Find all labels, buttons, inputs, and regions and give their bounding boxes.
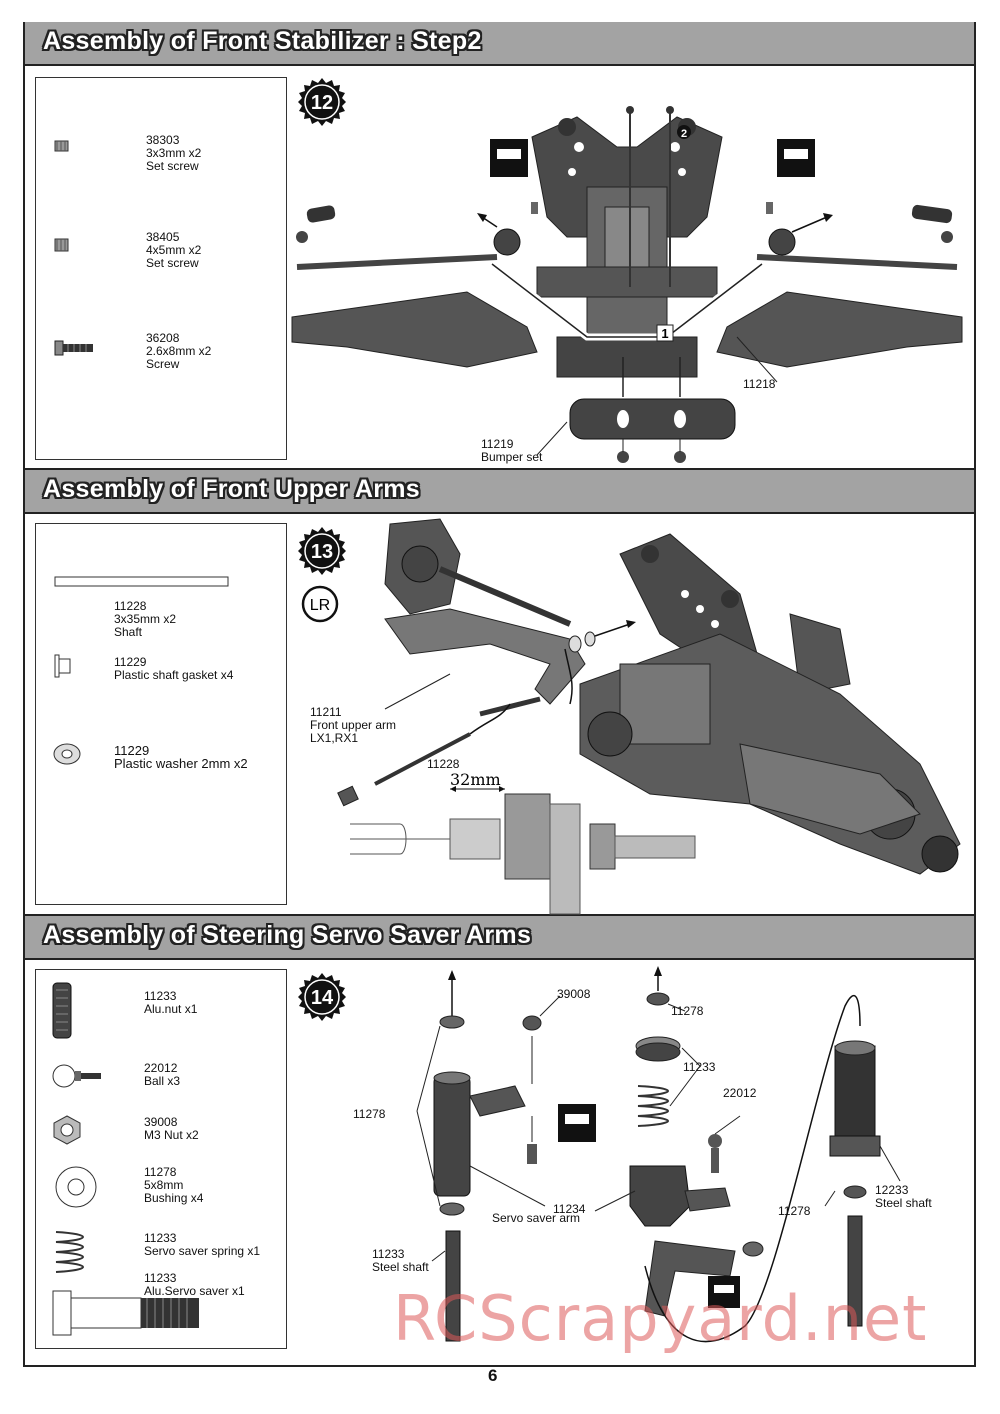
parts-item xyxy=(52,1228,96,1281)
parts-item xyxy=(54,654,72,681)
front-upper-arms-diagram: 32mm xyxy=(337,518,961,915)
callout-bumper-name: Bumper set xyxy=(481,450,543,464)
callout-arm-id: 11211 xyxy=(310,705,342,719)
ball-stud-icon xyxy=(52,1064,101,1088)
servo-saver-icon xyxy=(52,1290,199,1336)
callout-shaft: 11228 xyxy=(427,757,460,771)
watermark: RCScrapyard.net xyxy=(393,1282,928,1355)
section-title: Assembly of Front Stabilizer : Step2 xyxy=(43,27,482,55)
section-steering-servo-saver: Assembly of Steering Servo Saver Arms 11… xyxy=(25,916,974,1367)
callout-bushing-left: 11278 xyxy=(353,1107,386,1121)
callout-nut: 39008 xyxy=(557,987,591,1001)
step-number: 14 xyxy=(311,987,334,1009)
section-header: Assembly of Front Upper Arms xyxy=(25,470,974,514)
section-title: Assembly of Steering Servo Saver Arms xyxy=(43,921,532,949)
parts-item xyxy=(54,238,70,255)
callout-bushing-top: 11278 xyxy=(671,1004,704,1018)
step-badge: 14 xyxy=(298,973,346,1021)
screw-icon xyxy=(54,340,93,356)
callout-11218: 11218 xyxy=(743,377,776,391)
page-number: 6 xyxy=(488,1366,498,1385)
section-header: Assembly of Steering Servo Saver Arms xyxy=(25,916,974,960)
callout-steel-shaft-right-name: Steel shaft xyxy=(875,1196,932,1210)
step-badge: 12 xyxy=(298,78,346,126)
svg-text:LR: LR xyxy=(310,597,330,614)
dimension-label: 32mm xyxy=(450,770,501,789)
nut-icon xyxy=(53,1115,81,1145)
callout-steel-shaft-left-id: 11233 xyxy=(372,1247,405,1261)
callout-bumper-id: 11219 xyxy=(481,437,514,451)
callout-arm-variant: LX1,RX1 xyxy=(310,731,359,745)
section-header: Assembly of Front Stabilizer : Step2 xyxy=(25,22,974,66)
bushing-icon xyxy=(55,1166,97,1208)
parts-item xyxy=(52,1063,104,1092)
callout-arm-name: Front upper arm xyxy=(310,718,397,732)
parts-item xyxy=(52,742,82,769)
step-number: 13 xyxy=(311,541,333,563)
parts-item xyxy=(54,140,70,155)
section-front-stabilizer: Assembly of Front Stabilizer : Step2 383… xyxy=(25,22,974,470)
parts-item xyxy=(52,1166,100,1211)
callout-alu-nut: 11233 xyxy=(683,1060,716,1074)
spring-icon xyxy=(55,1231,84,1273)
set-screw-icon xyxy=(54,140,69,152)
callout-steel-shaft-left-name: Steel shaft xyxy=(372,1260,429,1274)
front-stabilizer-diagram: 1 2 xyxy=(291,106,963,463)
section-title: Assembly of Front Upper Arms xyxy=(43,475,420,503)
parts-item xyxy=(52,1115,82,1148)
shaft-icon xyxy=(54,576,229,587)
alu-nut-icon xyxy=(52,982,72,1039)
callout-servo-saver-arm-id: 11234 xyxy=(553,1202,586,1216)
gasket-icon xyxy=(54,654,71,678)
callout-servo-saver-arm-name: Servo saver arm xyxy=(492,1211,581,1225)
step-badge: 13 xyxy=(298,527,346,575)
marker-2: 2 xyxy=(681,128,687,140)
left-right-badge: LR xyxy=(301,585,339,623)
parts-item xyxy=(52,982,74,1043)
set-screw-icon xyxy=(54,238,69,252)
marker-1: 1 xyxy=(661,326,668,341)
washer-icon xyxy=(53,743,81,765)
parts-item xyxy=(54,340,96,359)
parts-item xyxy=(52,1290,202,1339)
callout-ball: 22012 xyxy=(723,1086,757,1100)
step-number: 12 xyxy=(311,92,333,114)
callout-steel-shaft-right-id: 12233 xyxy=(875,1183,909,1197)
callout-bushing-right: 11278 xyxy=(778,1204,811,1218)
servo-saver-diagram xyxy=(416,966,901,1343)
parts-item xyxy=(54,576,230,591)
